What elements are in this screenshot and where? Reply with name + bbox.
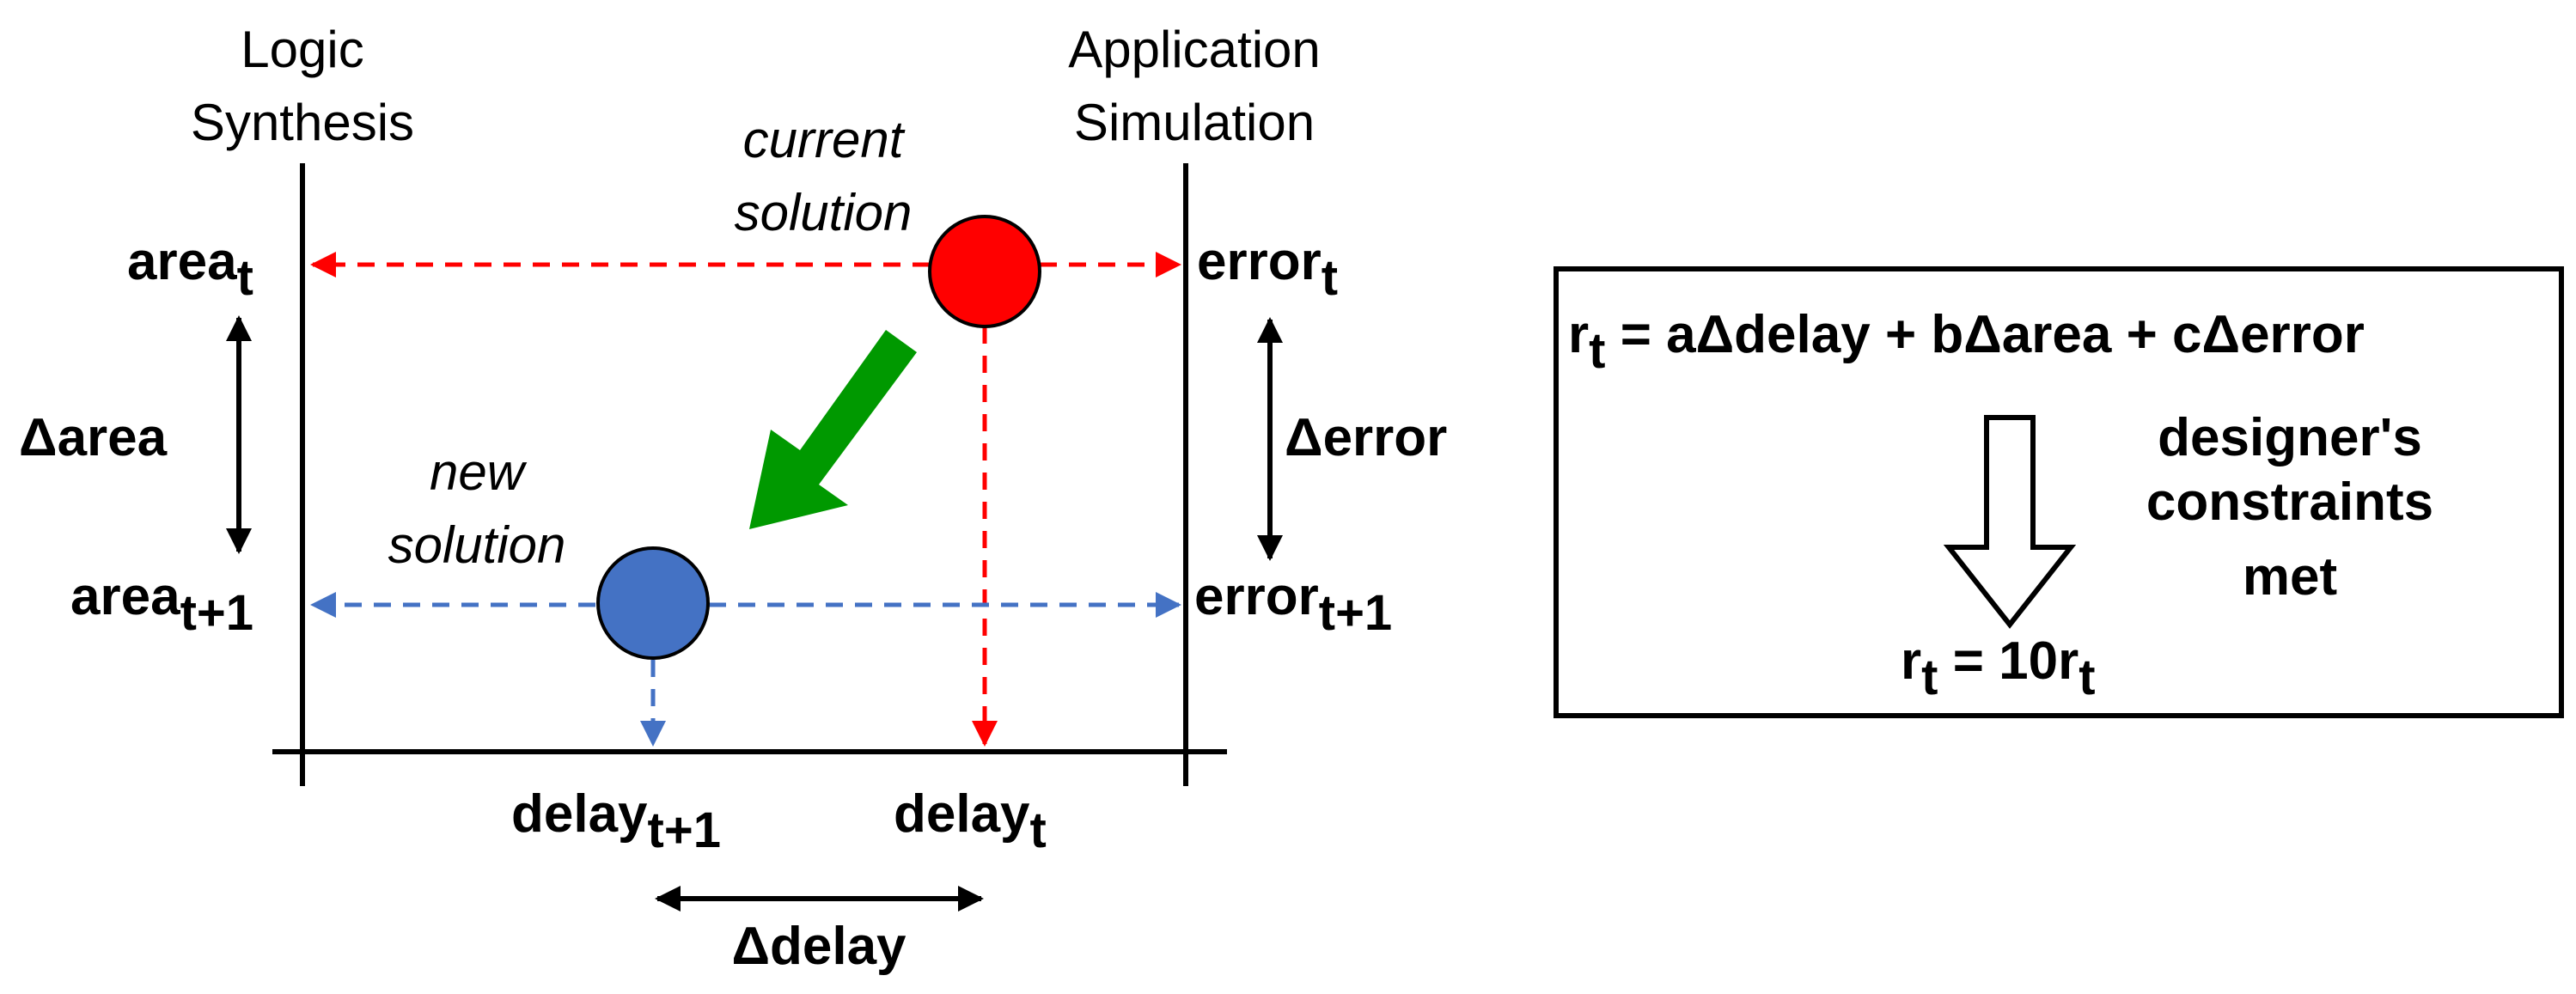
delay-t-base: delay <box>894 784 1030 844</box>
error-t1-subscript: t+1 <box>1319 585 1392 641</box>
delay-t1-base: delay <box>511 784 648 844</box>
reward-result-subscript2: t <box>2079 649 2095 705</box>
delay-t1-label: delayt+1 <box>511 784 721 858</box>
delta-delay-label: Δdelay <box>731 917 906 976</box>
reward-result-mid: = 10r <box>1938 631 2079 691</box>
area-t1-base: area <box>70 567 180 626</box>
logic-synthesis-heading-line1: Logic <box>241 21 363 78</box>
current-solution-label-line2: solution <box>735 184 913 241</box>
area-t1-label: areat+1 <box>70 567 253 641</box>
error-t1-label: errort+1 <box>1194 567 1392 641</box>
new-solution-label-line1: new <box>430 443 528 501</box>
current-solution-label-line1: current <box>743 111 906 168</box>
delay-t-subscript: t <box>1030 802 1047 858</box>
area-t-label: areat <box>127 232 253 306</box>
blue-circle-icon <box>596 546 710 660</box>
hollow-down-arrow-icon <box>1943 415 2077 629</box>
constraints-line1: designer's <box>2158 408 2422 467</box>
reward-formula-r: r <box>1568 305 1589 364</box>
reward-formula-subscript: t <box>1589 323 1605 379</box>
constraints-line2: constraints <box>2146 473 2433 532</box>
reward-result: rt = 10rt <box>1901 631 2096 705</box>
new-solution-label-line2: solution <box>388 516 566 574</box>
green-arrow-icon <box>749 330 917 529</box>
error-t-base: error <box>1197 232 1322 291</box>
reward-formula: rt = aΔdelay + bΔarea + cΔerror <box>1568 305 2365 379</box>
area-t-subscript: t <box>237 250 253 306</box>
delta-area-label: Δarea <box>19 408 168 467</box>
area-t1-subscript: t+1 <box>180 585 253 641</box>
reward-result-r: r <box>1901 631 1921 691</box>
constraints-line3: met <box>2243 547 2337 607</box>
reward-result-subscript: t <box>1921 649 1938 705</box>
delay-t1-subscript: t+1 <box>648 802 721 858</box>
error-t1-base: error <box>1194 567 1319 626</box>
reward-box <box>1554 266 2564 718</box>
application-simulation-heading-line2: Simulation <box>1074 94 1315 151</box>
red-circle-icon <box>928 215 1041 328</box>
application-simulation-heading-line1: Application <box>1068 21 1321 78</box>
logic-synthesis-heading-line2: Synthesis <box>191 94 414 151</box>
reward-formula-rest: = aΔdelay + bΔarea + cΔerror <box>1605 305 2364 364</box>
delay-t-label: delayt <box>894 784 1047 858</box>
error-t-label: errort <box>1197 232 1338 306</box>
error-t-subscript: t <box>1322 250 1338 306</box>
area-t-base: area <box>127 232 237 291</box>
delta-error-label: Δerror <box>1285 408 1447 467</box>
